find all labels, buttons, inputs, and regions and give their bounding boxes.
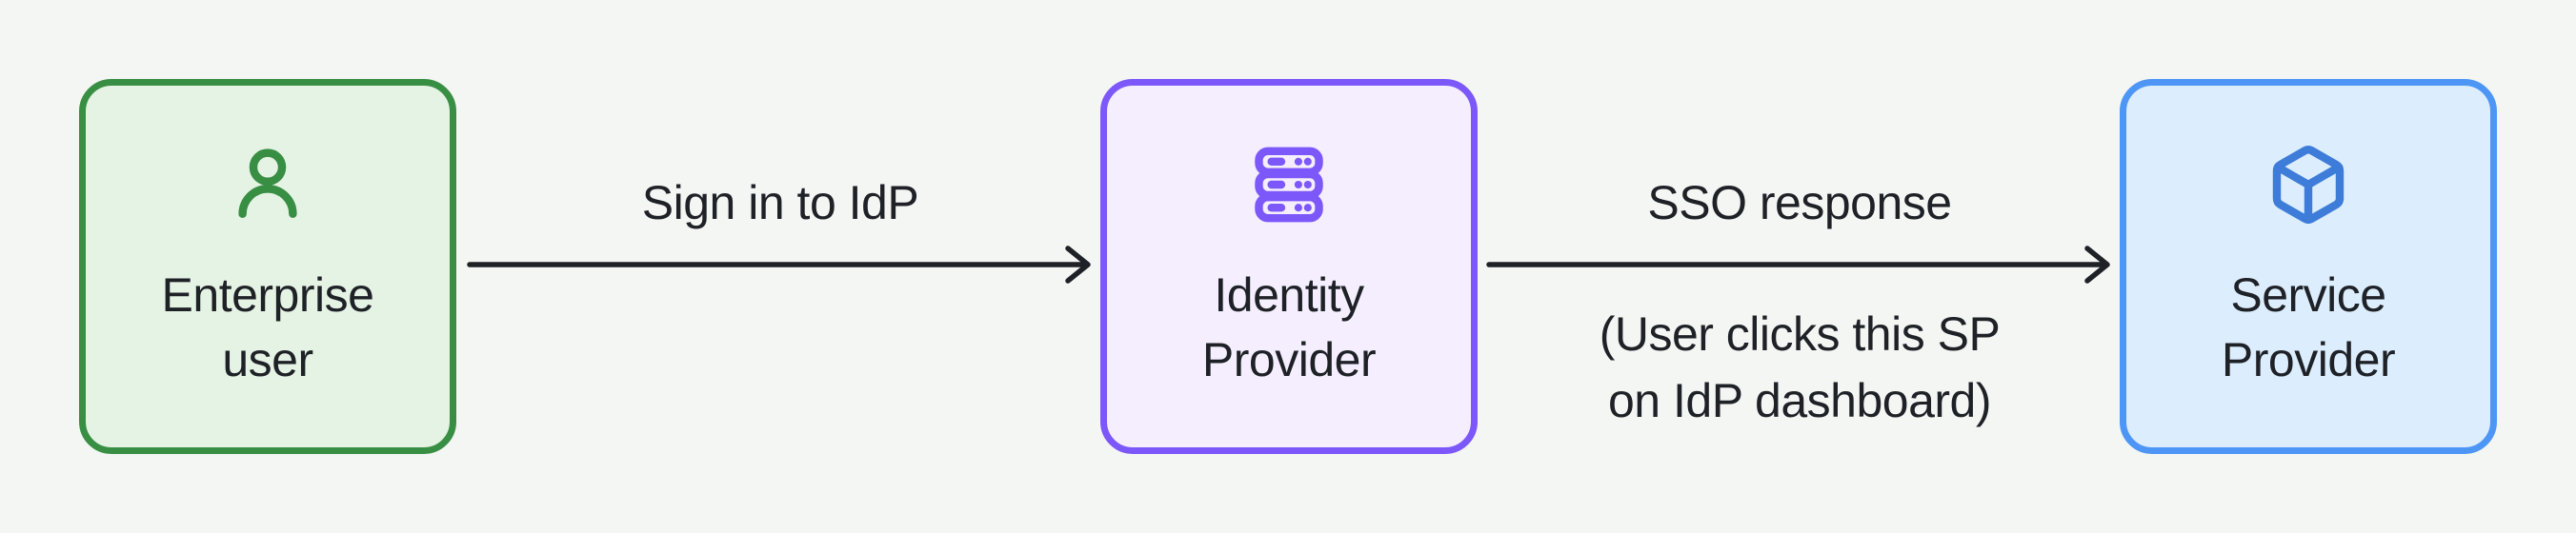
arrow-label-sso-response: SSO response bbox=[1647, 176, 1952, 229]
node-label-enterprise-user: Enterprise user bbox=[162, 263, 374, 392]
node-service-provider: Service Provider bbox=[2120, 79, 2497, 454]
node-label-line: Enterprise bbox=[161, 268, 374, 322]
node-label-line: user bbox=[222, 333, 313, 386]
arrow-sublabel-user-clicks-sp: (User clicks this SP on IdP dashboard) bbox=[1486, 301, 2113, 434]
arrow-sublabel-line: on IdP dashboard) bbox=[1608, 374, 1992, 427]
node-label-line: Identity bbox=[1214, 268, 1364, 322]
node-label-identity-provider: Identity Provider bbox=[1201, 263, 1377, 392]
arrow-sublabel-line: (User clicks this SP bbox=[1599, 307, 2001, 361]
node-label-line: Provider bbox=[1201, 333, 1377, 386]
node-label-line: Service bbox=[2230, 268, 2386, 322]
arrow-user-to-idp bbox=[467, 246, 1091, 284]
node-label-line: Provider bbox=[2221, 333, 2396, 386]
node-identity-provider: Identity Provider bbox=[1100, 79, 1478, 454]
user-icon bbox=[226, 143, 310, 227]
arrow-label-sign-in-to-idp: Sign in to IdP bbox=[641, 176, 919, 229]
box-icon bbox=[2266, 143, 2350, 227]
node-label-service-provider: Service Provider bbox=[2221, 263, 2396, 392]
arrow-idp-to-sp bbox=[1486, 246, 2110, 284]
node-enterprise-user: Enterprise user bbox=[79, 79, 456, 454]
server-icon bbox=[1247, 143, 1331, 227]
